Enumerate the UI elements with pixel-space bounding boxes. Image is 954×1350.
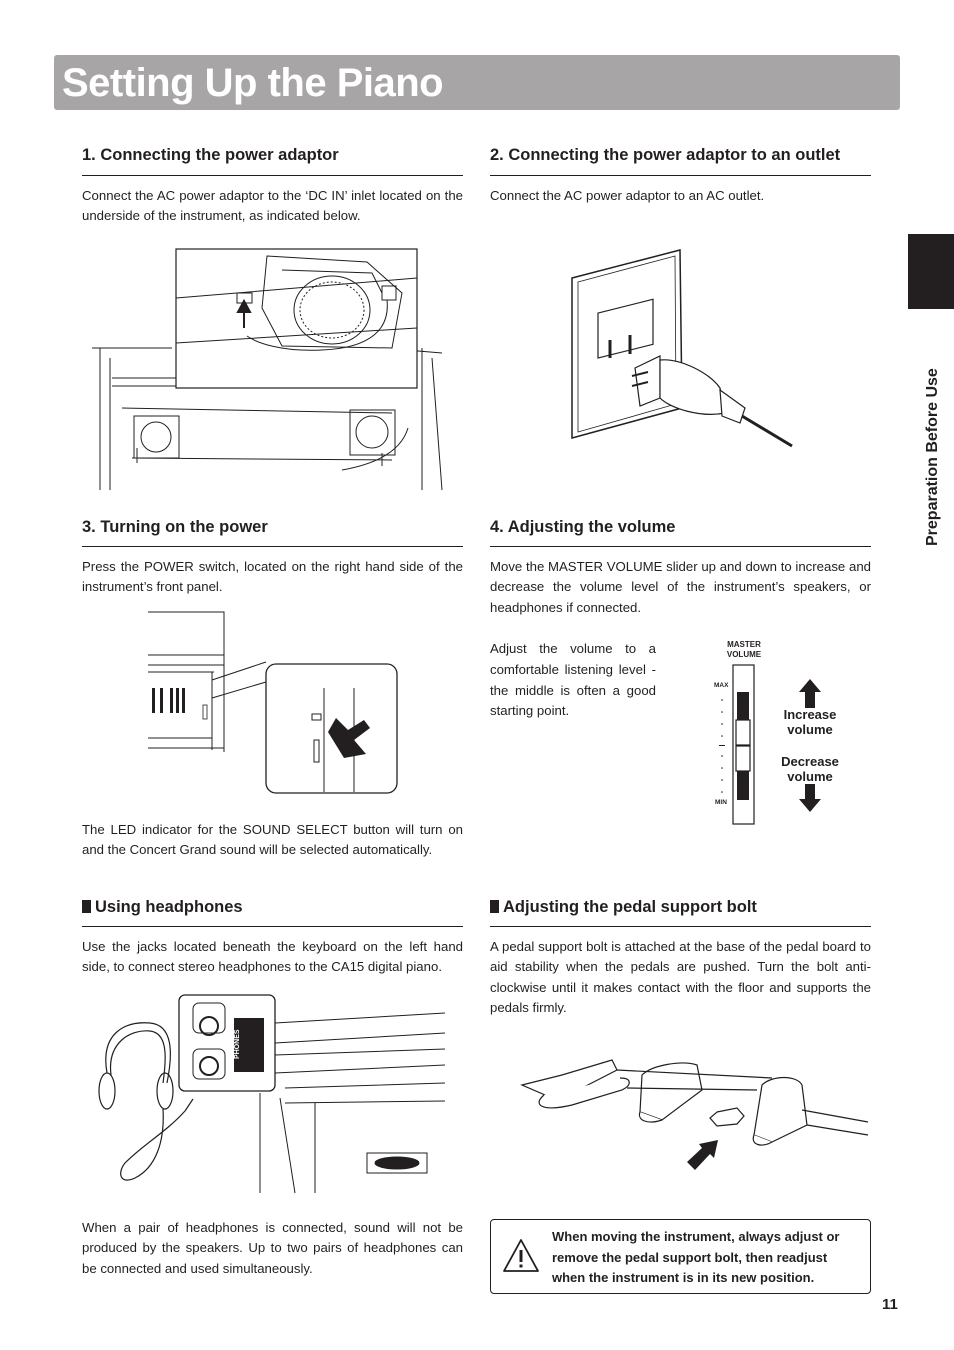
section-1-heading: 1. Connecting the power adaptor xyxy=(82,146,339,164)
section-3-body: Press the POWER switch, located on the r… xyxy=(82,559,463,595)
volume-max-label: MAX xyxy=(714,682,729,689)
caution-text: When moving the instrument, always adjus… xyxy=(552,1229,840,1285)
title-bar xyxy=(54,55,900,110)
decrease-volume-line2: volume xyxy=(787,769,833,784)
increase-arrow-icon xyxy=(799,679,821,708)
headphones-body: Use the jacks located beneath the keyboa… xyxy=(82,939,463,975)
section-4-heading: 4. Adjusting the volume xyxy=(490,518,676,536)
section-4-body: Move the MASTER VOLUME slider up and dow… xyxy=(490,559,871,615)
volume-slider-illustration xyxy=(719,664,755,825)
page-number: 11 xyxy=(882,1296,898,1313)
phones-panel-label: PHONES xyxy=(234,1029,241,1059)
section-2-body: Connect the AC power adaptor to an AC ou… xyxy=(490,188,765,203)
section-3-heading: 3. Turning on the power xyxy=(82,518,268,536)
pedal-rule xyxy=(490,926,871,927)
section-3-rule xyxy=(82,546,463,547)
headphones-rule xyxy=(82,926,463,927)
master-volume-label-line1: MASTER xyxy=(727,640,761,649)
master-volume-label-line2: VOLUME xyxy=(726,650,762,659)
volume-min-label: MIN xyxy=(715,799,727,806)
master-volume-label: MASTER VOLUME xyxy=(720,640,768,660)
pedal-heading-text: Adjusting the pedal support bolt xyxy=(503,898,757,916)
increase-volume-line1: Increase xyxy=(783,707,837,722)
warning-icon xyxy=(503,1239,539,1272)
pedal-bolt-illustration xyxy=(520,1059,869,1170)
page-title: Setting Up the Piano xyxy=(62,61,444,105)
increase-volume-label: Increase volume xyxy=(770,707,850,737)
section-1-rule xyxy=(82,175,463,176)
headphones-heading: Using headphones xyxy=(82,896,243,918)
power-switch-illustration xyxy=(148,611,398,794)
caution-box xyxy=(490,1219,871,1294)
section-4-rule xyxy=(490,546,871,547)
piano-underside-illustration xyxy=(92,248,443,491)
section-square-icon xyxy=(82,900,91,913)
headphones-body-2: When a pair of headphones is connected, … xyxy=(82,1220,463,1276)
side-tab-marker xyxy=(908,234,954,309)
section-square-icon xyxy=(490,900,499,913)
pedal-heading: Adjusting the pedal support bolt xyxy=(490,896,757,918)
section-3-body-2: The LED indicator for the SOUND SELECT b… xyxy=(82,822,463,858)
section-4-body-2: Adjust the volume to a comfortable liste… xyxy=(490,641,656,719)
headphones-illustration xyxy=(98,994,446,1194)
section-2-rule xyxy=(490,175,871,176)
wall-outlet-illustration xyxy=(571,249,793,448)
decrease-arrow-icon xyxy=(799,784,821,812)
headphones-heading-text: Using headphones xyxy=(95,898,243,916)
volume-arrows xyxy=(799,679,821,812)
side-tab-label: Preparation Before Use xyxy=(924,368,941,546)
decrease-volume-label: Decrease volume xyxy=(770,754,850,784)
section-2-heading: 2. Connecting the power adaptor to an ou… xyxy=(490,146,841,164)
pedal-body: A pedal support bolt is attached at the … xyxy=(490,939,871,1015)
pedal-bolt-arrow-icon xyxy=(687,1140,718,1170)
decrease-volume-line1: Decrease xyxy=(781,754,839,769)
increase-volume-line2: volume xyxy=(787,722,833,737)
section-1-body: Connect the AC power adaptor to the ‘DC … xyxy=(82,188,463,224)
